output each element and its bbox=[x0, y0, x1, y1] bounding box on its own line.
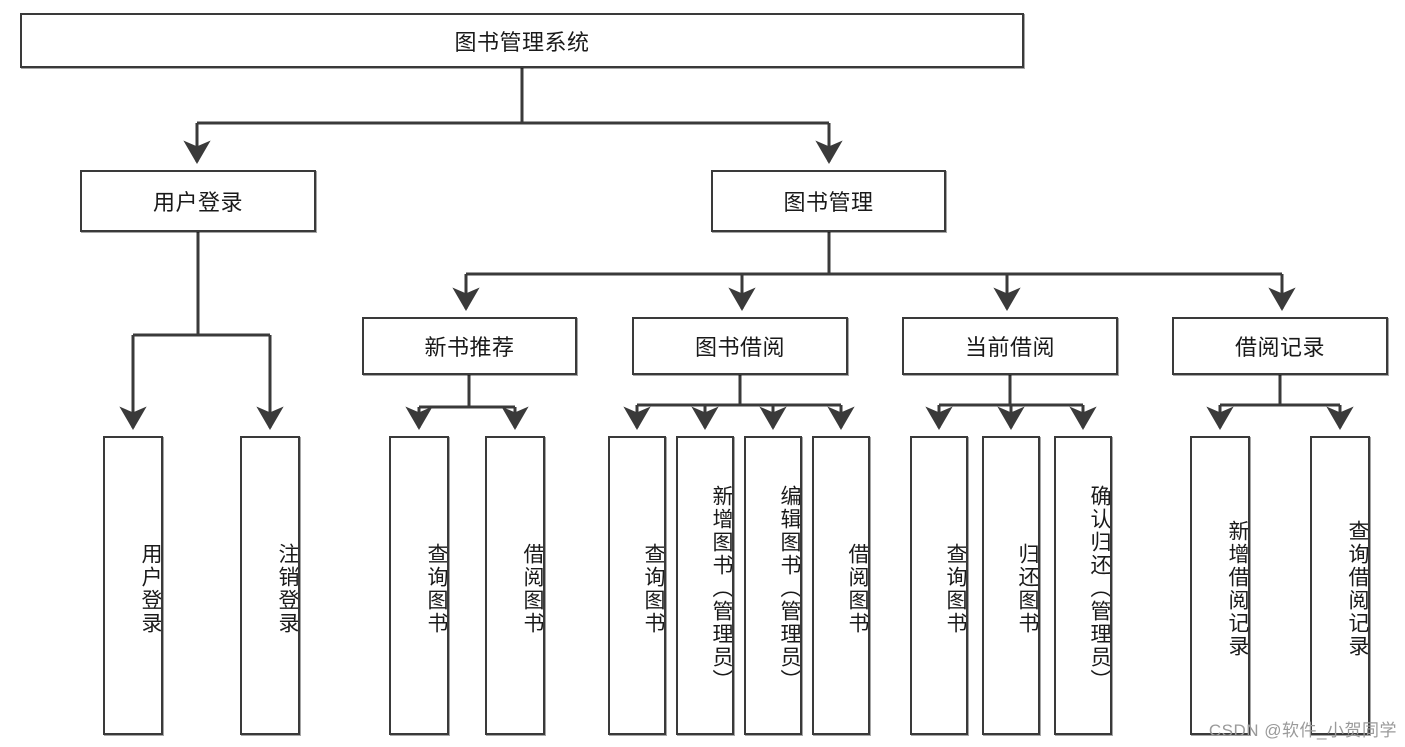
leaf-user-logout[interactable]: 注销登录 bbox=[240, 436, 300, 735]
node-borrow-record[interactable]: 借阅记录 bbox=[1172, 317, 1388, 375]
node-user-login[interactable]: 用户登录 bbox=[80, 170, 316, 232]
leaf-query-book-borrow[interactable]: 查询图书 bbox=[608, 436, 666, 735]
leaf-borrow-book-recommend[interactable]: 借阅图书 bbox=[485, 436, 545, 735]
leaf-add-borrow-record[interactable]: 新增借阅记录 bbox=[1190, 436, 1250, 735]
leaf-add-book-admin[interactable]: 新增图书（管理员） bbox=[676, 436, 734, 735]
node-root[interactable]: 图书管理系统 bbox=[20, 13, 1024, 68]
leaf-query-book-current[interactable]: 查询图书 bbox=[910, 436, 968, 735]
leaf-query-book-recommend[interactable]: 查询图书 bbox=[389, 436, 449, 735]
node-current-borrow[interactable]: 当前借阅 bbox=[902, 317, 1118, 375]
node-new-book-recommend[interactable]: 新书推荐 bbox=[362, 317, 577, 375]
leaf-query-borrow-record[interactable]: 查询借阅记录 bbox=[1310, 436, 1370, 735]
leaf-borrow-book[interactable]: 借阅图书 bbox=[812, 436, 870, 735]
node-book-borrow[interactable]: 图书借阅 bbox=[632, 317, 848, 375]
leaf-user-login[interactable]: 用户登录 bbox=[103, 436, 163, 735]
leaf-edit-book-admin[interactable]: 编辑图书（管理员） bbox=[744, 436, 802, 735]
node-book-manage[interactable]: 图书管理 bbox=[711, 170, 946, 232]
leaf-confirm-return-admin[interactable]: 确认归还（管理员） bbox=[1054, 436, 1112, 735]
leaf-return-book[interactable]: 归还图书 bbox=[982, 436, 1040, 735]
